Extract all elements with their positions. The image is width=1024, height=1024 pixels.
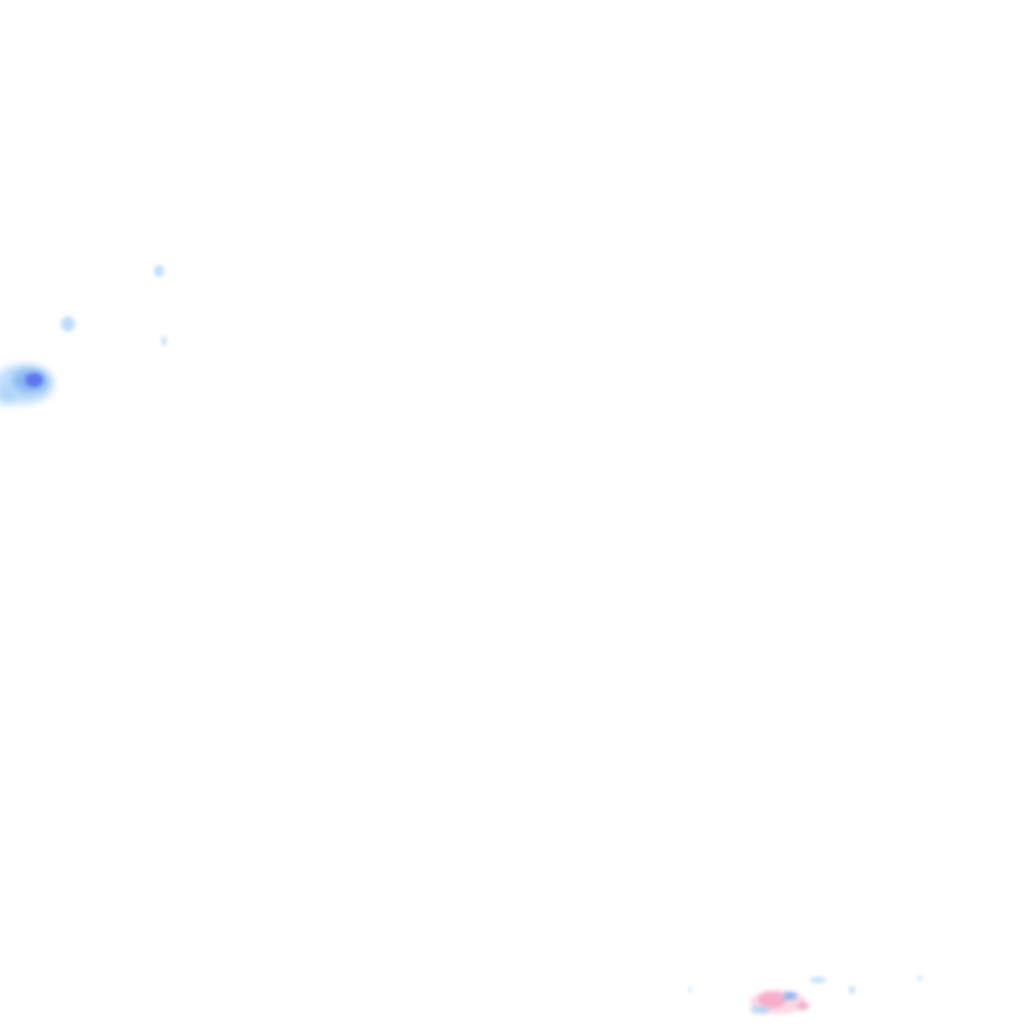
echo-cell-south-mixed (688, 976, 923, 1014)
echo-cell-west-small-3 (161, 336, 167, 346)
echo-cell-west-small-1 (61, 316, 75, 332)
echo-cell-west-small-2 (154, 265, 164, 277)
echo-cell-west-main (0, 364, 54, 405)
